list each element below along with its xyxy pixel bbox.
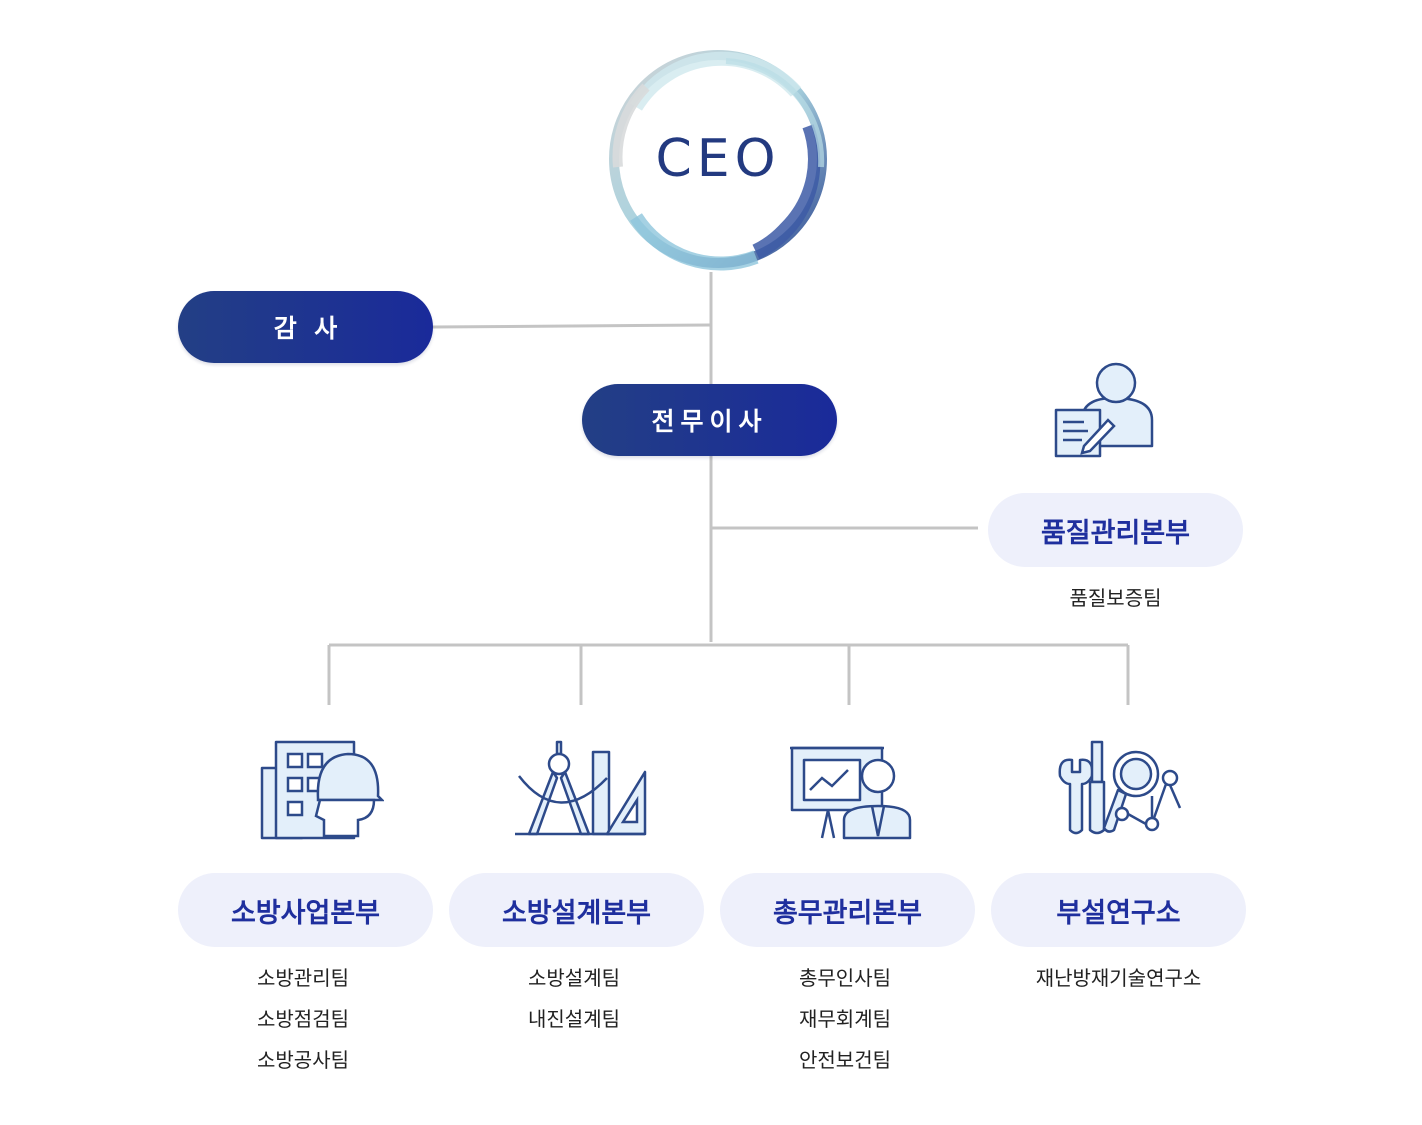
general-affairs-division-node: 총무관리본부 [720, 873, 975, 947]
team-label: 소방공사팀 [257, 1048, 349, 1072]
fire-business-team-list: 소방관리팀 소방점검팀 소방공사팀 [178, 958, 428, 1081]
quality-division-node: 품질관리본부 [988, 493, 1243, 567]
person-document-icon [1054, 362, 1154, 458]
ceo-label: CEO [655, 129, 781, 189]
tools-magnifier-icon [1058, 740, 1182, 835]
team-label: 총무인사팀 [799, 966, 891, 990]
research-institute-node: 부설연구소 [991, 873, 1246, 947]
fire-design-division-node: 소방설계본부 [449, 873, 704, 947]
research-institute-team-list: 재난방재기술연구소 [991, 958, 1246, 999]
ceo-ring-graphic [608, 49, 828, 271]
team-label: 소방설계팀 [528, 966, 620, 990]
audit-node: 감 사 [178, 291, 433, 363]
team-label: 내진설계팀 [528, 1007, 620, 1031]
team-label: 소방관리팀 [257, 966, 349, 990]
team-label: 안전보건팀 [799, 1048, 891, 1072]
building-engineer-icon [260, 740, 384, 840]
fire-business-division-node: 소방사업본부 [178, 873, 433, 947]
team-label: 재난방재기술연구소 [1035, 966, 1202, 990]
presentation-person-icon [790, 746, 912, 840]
team-label: 재무회계팀 [799, 1007, 891, 1031]
quality-team-list: 품질보증팀 [988, 578, 1243, 619]
fire-design-team-list: 소방설계팀 내진설계팀 [449, 958, 699, 1040]
ceo-node: CEO [606, 47, 830, 271]
managing-director-node: 전무이사 [582, 384, 837, 456]
general-affairs-team-list: 총무인사팀 재무회계팀 안전보건팀 [720, 958, 970, 1081]
team-label: 소방점검팀 [257, 1007, 349, 1031]
team-label: 품질보증팀 [1069, 586, 1162, 610]
compass-ruler-icon [515, 740, 647, 836]
